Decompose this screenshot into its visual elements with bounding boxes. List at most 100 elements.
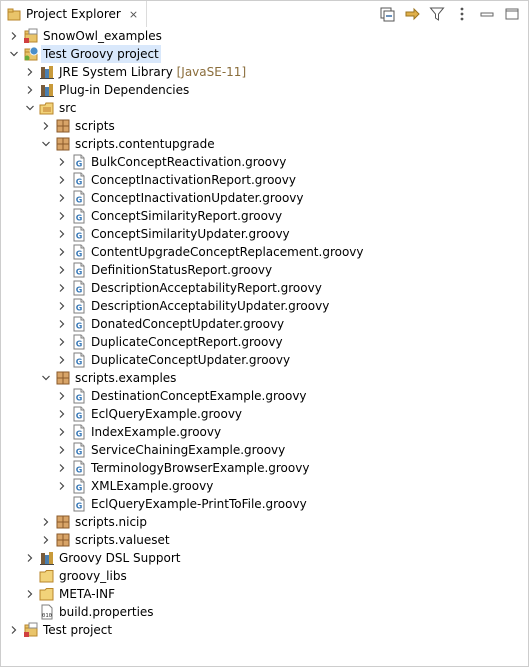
package-icon [56,119,70,133]
groovy-file-icon: G [73,190,85,206]
chevron-right-icon[interactable] [57,157,67,167]
view-menu-button[interactable] [454,6,470,22]
project-groovy-icon [24,46,39,61]
chevron-down-icon[interactable] [25,103,35,113]
collapse-all-icon [380,7,395,22]
tree-item-meta-inf[interactable]: META-INF [1,585,528,603]
close-icon[interactable]: ⨯ [128,7,139,21]
tree-item-snowowl[interactable]: SnowOwl_examples [1,27,528,45]
tree-item-f11[interactable]: G DuplicateConceptReport.groovy [1,333,528,351]
chevron-right-icon[interactable] [57,409,67,419]
tree-item-label: ConceptSimilarityReport.groovy [91,209,283,223]
maximize-icon [505,8,519,20]
chevron-right-icon[interactable] [57,445,67,455]
chevron-down-icon[interactable] [41,139,51,149]
tree-item-pkg-valueset[interactable]: scripts.valueset [1,531,528,549]
chevron-right-icon[interactable] [41,121,51,131]
tree-item-groovy-dsl[interactable]: Groovy DSL Support [1,549,528,567]
view-menu-icon [460,7,464,21]
tree-item-label-wrap: scripts.nicip [73,513,149,531]
chevron-right-icon[interactable] [57,301,67,311]
tree-item-label-wrap: JRE System Library [JavaSE-11] [57,63,248,81]
chevron-right-icon[interactable] [57,211,67,221]
maximize-button[interactable] [504,6,520,22]
chevron-down-icon[interactable] [41,373,51,383]
groovy-file-icon: G [73,388,85,404]
groovy-file-icon: G [73,496,85,512]
tree-item-label-wrap: scripts.valueset [73,531,172,549]
tree-item-plugin-deps[interactable]: Plug-in Dependencies [1,81,528,99]
chevron-right-icon[interactable] [41,517,51,527]
chevron-right-icon[interactable] [41,535,51,545]
chevron-right-icon[interactable] [57,337,67,347]
chevron-right-icon[interactable] [57,283,67,293]
chevron-right-icon[interactable] [25,553,35,563]
chevron-right-icon[interactable] [57,481,67,491]
tree-item-groovy-libs[interactable]: groovy_libs [1,567,528,585]
chevron-right-icon[interactable] [57,391,67,401]
tree-item-pkg-scripts[interactable]: scripts [1,117,528,135]
chevron-right-icon[interactable] [57,463,67,473]
tree-item-label: META-INF [59,587,116,601]
tree-item-label-wrap: ContentUpgradeConceptReplacement.groovy [89,243,366,261]
tree-item-label: scripts.examples [75,371,177,385]
chevron-right-icon[interactable] [57,229,67,239]
project-explorer-tab[interactable]: Project Explorer ⨯ [1,1,148,27]
tree-item-label: Test Groovy project [43,47,159,61]
tree-item-label-wrap: DonatedConceptUpdater.groovy [89,315,286,333]
groovy-file-icon: G [73,244,85,260]
chevron-right-icon[interactable] [57,265,67,275]
tree-item-label-wrap: DuplicateConceptReport.groovy [89,333,285,351]
chevron-right-icon[interactable] [57,427,67,437]
groovy-file-icon: G [73,262,85,278]
collapse-all-button[interactable] [379,6,395,22]
filter-button[interactable] [429,6,445,22]
groovy-file-icon: G [73,442,85,458]
chevron-right-icon[interactable] [9,625,19,635]
chevron-right-icon[interactable] [57,193,67,203]
chevron-right-icon[interactable] [9,31,19,41]
tree-item-test-groovy[interactable]: Test Groovy project [1,45,528,63]
minimize-button[interactable] [479,6,495,22]
chevron-right-icon[interactable] [25,85,35,95]
chevron-right-icon[interactable] [57,319,67,329]
tree-item-jre[interactable]: JRE System Library [JavaSE-11] [1,63,528,81]
tree-item-pkg-examples[interactable]: scripts.examples [1,369,528,387]
tree-item-test-project[interactable]: Test project [1,621,528,639]
tree-item-pkg-nicip[interactable]: scripts.nicip [1,513,528,531]
package-icon [56,515,70,529]
svg-text:G: G [76,340,83,349]
chevron-right-icon[interactable] [57,175,67,185]
link-with-editor-button[interactable] [404,6,420,22]
chevron-down-icon[interactable] [9,49,19,59]
tree-item-src[interactable]: src [1,99,528,117]
tree-item-label-wrap: ConceptInactivationReport.groovy [89,171,298,189]
svg-text:G: G [76,268,83,277]
chevron-right-icon[interactable] [25,67,35,77]
chevron-right-icon[interactable] [57,355,67,365]
tree-item-label: JRE System Library [59,65,173,79]
chevron-right-icon[interactable] [57,247,67,257]
tree-item-pkg-contentupgrade[interactable]: scripts.contentupgrade [1,135,528,153]
chevron-right-icon[interactable] [25,589,35,599]
